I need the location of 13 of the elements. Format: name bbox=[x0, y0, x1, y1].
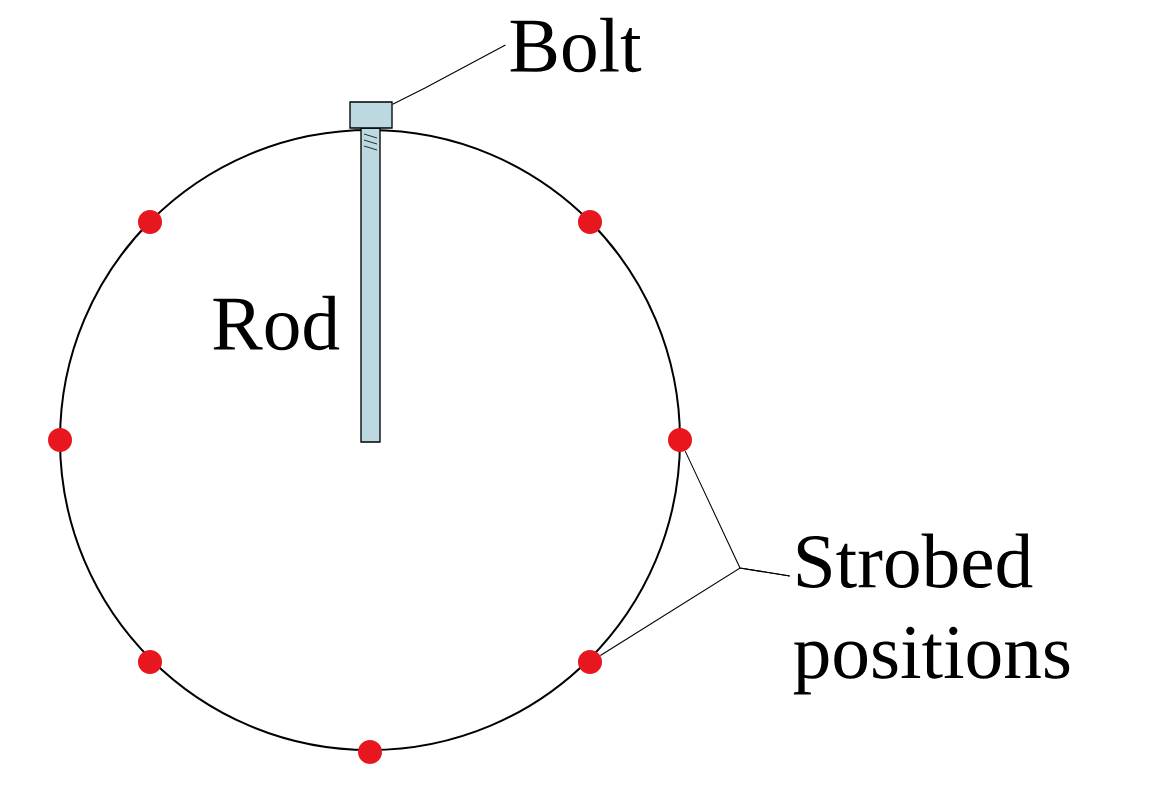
strobe-dot bbox=[48, 428, 72, 452]
strobe-dot bbox=[578, 210, 602, 234]
callout-label: Strobed positions bbox=[793, 533, 1070, 695]
callout-label: Bolt bbox=[510, 17, 642, 73]
part-label: Rod bbox=[213, 295, 340, 351]
strobe-dot bbox=[138, 650, 162, 674]
strobe-dot bbox=[358, 740, 382, 764]
leader-line bbox=[392, 44, 506, 105]
leader-line bbox=[599, 567, 791, 656]
strobe-dot bbox=[668, 428, 692, 452]
bolt-head bbox=[349, 101, 393, 129]
strobe-dot bbox=[138, 210, 162, 234]
strobe-dot bbox=[578, 650, 602, 674]
